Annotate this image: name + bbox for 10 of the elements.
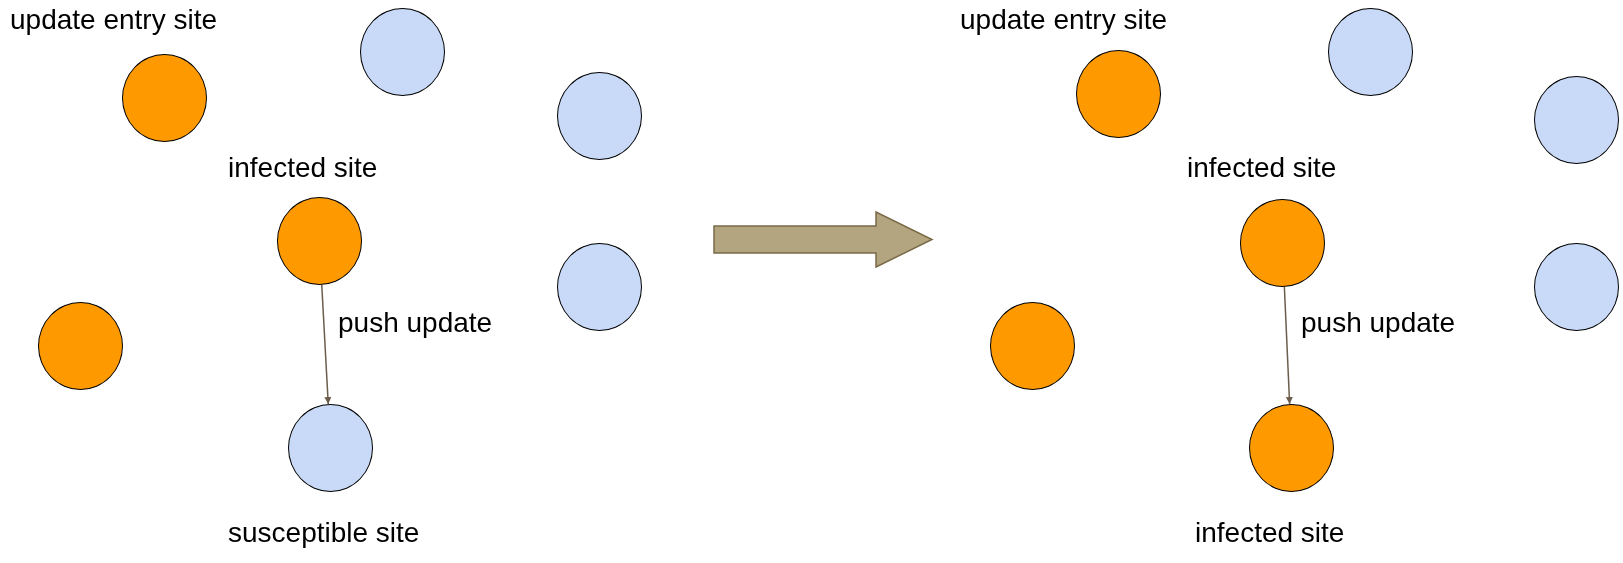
arrow	[321, 284, 332, 405]
site-label: infected site	[1195, 517, 1345, 549]
site-label: update entry site	[960, 4, 1168, 36]
edge-label: push update	[1301, 307, 1456, 339]
site-label: infected site	[1187, 152, 1337, 184]
site-label: susceptible site	[228, 517, 420, 549]
site-label: infected site	[228, 152, 378, 184]
arrow	[1283, 286, 1293, 405]
edge-label: push update	[338, 307, 493, 339]
site-label: update entry site	[10, 4, 218, 36]
